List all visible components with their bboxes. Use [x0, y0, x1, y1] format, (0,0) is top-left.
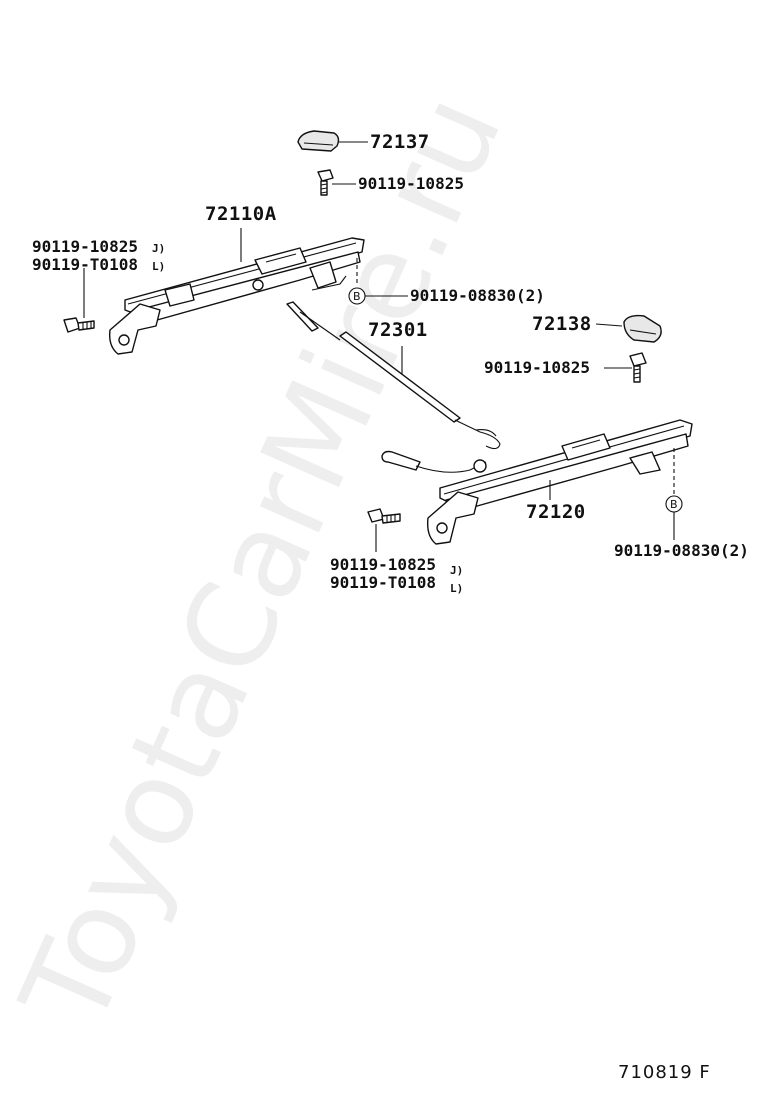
part-label-72138[interactable]: 72138	[532, 313, 592, 335]
cap-72138[interactable]	[623, 314, 662, 343]
part-label-72120[interactable]: 72120	[526, 501, 586, 523]
part-label-bolt-right[interactable]: 90119-10825	[484, 358, 590, 377]
part-label-bolt-left-b-suffix: L)	[152, 260, 165, 273]
cap-72137[interactable]	[297, 130, 340, 152]
part-label-bolt-bottom-a[interactable]: 90119-10825	[330, 555, 436, 574]
bolt-icon[interactable]	[629, 352, 647, 383]
part-label-bolt-left-b[interactable]: 90119-T0108	[32, 255, 138, 274]
cable-72301[interactable]	[286, 301, 501, 450]
bolt-icon[interactable]	[63, 317, 95, 333]
seat-track-72120[interactable]	[381, 419, 693, 545]
part-label-bolt-bottom-b[interactable]: 90119-T0108	[330, 573, 436, 592]
part-label-bolt-bottom-a-suffix: J)	[450, 564, 463, 577]
part-label-bolt-top[interactable]: 90119-10825	[358, 174, 464, 193]
bolt-icon[interactable]	[317, 169, 334, 196]
part-label-72301[interactable]: 72301	[368, 319, 428, 341]
bolt-icon[interactable]	[367, 508, 401, 524]
leader-72138	[595, 323, 623, 327]
part-label-bolt-left-a-suffix: J)	[152, 242, 165, 255]
part-label-bolt-left-a[interactable]: 90119-10825	[32, 237, 138, 256]
part-label-bolt-bottom-b-suffix: L)	[450, 582, 463, 595]
part-label-nut-left[interactable]: 90119-08830(2)	[410, 286, 545, 305]
svg-text:B: B	[670, 498, 678, 511]
part-label-72110a[interactable]: 72110A	[205, 203, 277, 225]
part-label-nut-right[interactable]: 90119-08830(2)	[614, 541, 749, 560]
svg-text:B: B	[353, 290, 361, 303]
seat-track-72110a[interactable]	[108, 237, 365, 355]
callout-b-left: B	[348, 287, 366, 305]
callout-b-right: B	[665, 495, 683, 513]
part-label-72137[interactable]: 72137	[370, 131, 430, 153]
diagram-ref: 710819 F	[618, 1062, 711, 1083]
